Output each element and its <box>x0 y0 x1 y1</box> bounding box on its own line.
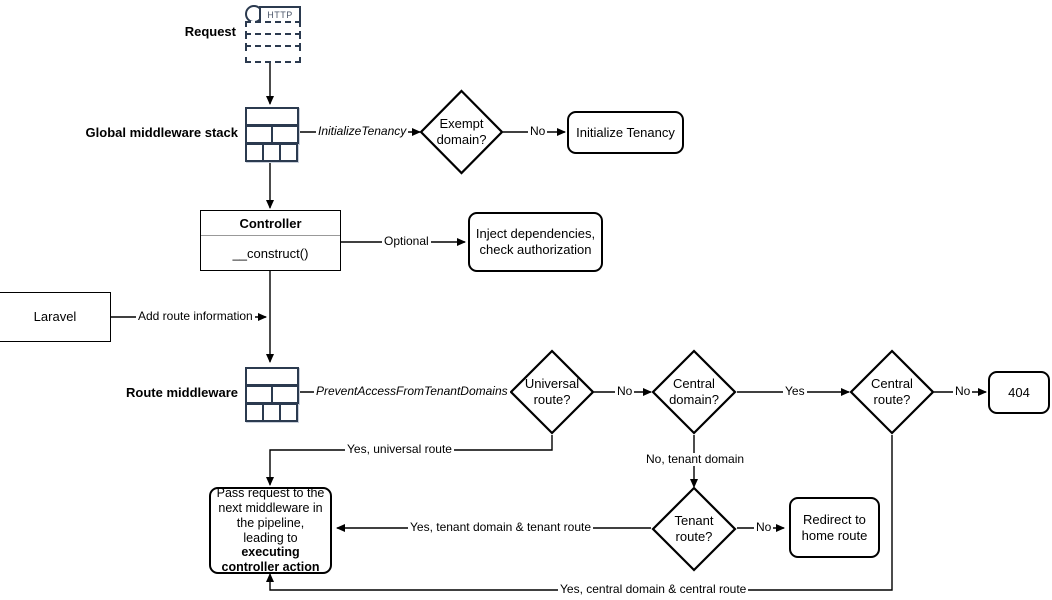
rmw-row2-box1 <box>245 385 273 404</box>
edge-label-yes-tenant-domain-tenant-route: Yes, tenant domain & tenant route <box>408 520 594 535</box>
decision-universal-route[interactable]: Universal route? <box>509 349 595 435</box>
central-route-line1: Central <box>871 376 913 392</box>
universal-route-line2: route? <box>533 392 571 407</box>
central-route-shape <box>849 349 935 435</box>
node-pass-request[interactable]: Pass request to the next middleware in t… <box>209 486 332 574</box>
edge-label-central-domain-yes: Yes <box>783 384 807 399</box>
rmw-row1-box <box>245 367 299 386</box>
exempt-domain-text: Exempt domain? <box>419 89 504 175</box>
central-route-line2: route? <box>873 392 911 407</box>
inject-dependencies-line1: Inject dependencies, <box>475 226 596 242</box>
global-middleware-stack-icon <box>245 107 299 162</box>
node-redirect-home[interactable]: Redirect to home route <box>789 497 880 558</box>
redirect-home-line1: Redirect to <box>803 511 866 527</box>
pass-request-bold-text: executing controller action <box>221 545 320 574</box>
node-controller[interactable]: Controller __construct() <box>200 210 341 271</box>
central-domain-shape <box>651 349 737 435</box>
rmw-row3-box3 <box>279 403 298 422</box>
tenant-route-text: Tenant route? <box>651 486 737 572</box>
edge-label-initialize-tenancy: InitializeTenancy <box>316 124 409 139</box>
mw-row2-box1 <box>245 125 273 144</box>
edge-label-tenant-route-no: No <box>754 520 774 535</box>
edge-label-central-route-no: No <box>953 384 973 399</box>
decision-exempt-domain[interactable]: Exempt domain? <box>419 89 504 175</box>
inject-dependencies-line2: check authorization <box>479 242 592 257</box>
redirect-home-line2: home route <box>801 527 868 543</box>
http-body-row-3 <box>245 45 301 63</box>
pass-request-normal-text: Pass request to the next middleware in t… <box>216 486 325 545</box>
universal-route-line1: Universal <box>524 376 580 392</box>
decision-tenant-route[interactable]: Tenant route? <box>651 486 737 572</box>
route-middleware-icon <box>245 367 299 422</box>
central-domain-line2: domain? <box>669 392 719 407</box>
tenant-route-shape <box>651 486 737 572</box>
edge-label-prevent-access: PreventAccessFromTenantDomains <box>314 384 510 399</box>
exempt-domain-shape <box>419 89 504 175</box>
central-domain-line1: Central <box>673 376 715 392</box>
exempt-domain-line1: Exempt <box>439 116 484 132</box>
controller-title: Controller <box>201 211 340 236</box>
edge-label-yes-central-domain-central-route: Yes, central domain & central route <box>558 582 749 597</box>
node-laravel[interactable]: Laravel <box>0 292 111 342</box>
edge-label-yes-universal-route: Yes, universal route <box>345 442 454 457</box>
node-404[interactable]: 404 <box>988 371 1050 414</box>
edge-label-optional: Optional <box>382 234 431 249</box>
edge-label-exempt-no: No <box>528 124 548 139</box>
global-middleware-stack-label: Global middleware stack <box>85 125 238 140</box>
mw-row3-box3 <box>279 143 298 162</box>
universal-route-shape <box>509 349 595 435</box>
request-label: Request <box>184 24 236 39</box>
central-route-text: Central route? <box>849 349 935 435</box>
exempt-domain-line2: domain? <box>436 132 487 147</box>
mw-row1-box <box>245 107 299 126</box>
node-inject-dependencies[interactable]: Inject dependencies, check authorization <box>468 212 603 272</box>
mw-row2-box2 <box>271 125 299 144</box>
node-initialize-tenancy[interactable]: Initialize Tenancy <box>567 111 684 154</box>
controller-method: __construct() <box>232 245 309 261</box>
decision-central-route[interactable]: Central route? <box>849 349 935 435</box>
edge-label-universal-no: No <box>615 384 635 399</box>
central-domain-text: Central domain? <box>651 349 737 435</box>
tenant-route-line2: route? <box>675 529 713 544</box>
edge-label-no-tenant-domain: No, tenant domain <box>644 452 747 467</box>
tenant-route-line1: Tenant <box>674 513 714 529</box>
http-request-icon: HTTP <box>245 5 301 63</box>
route-middleware-label: Route middleware <box>126 385 238 400</box>
edge-label-add-route-information: Add route information <box>136 309 255 324</box>
universal-route-text: Universal route? <box>509 349 595 435</box>
decision-central-domain[interactable]: Central domain? <box>651 349 737 435</box>
rmw-row2-box2 <box>271 385 299 404</box>
